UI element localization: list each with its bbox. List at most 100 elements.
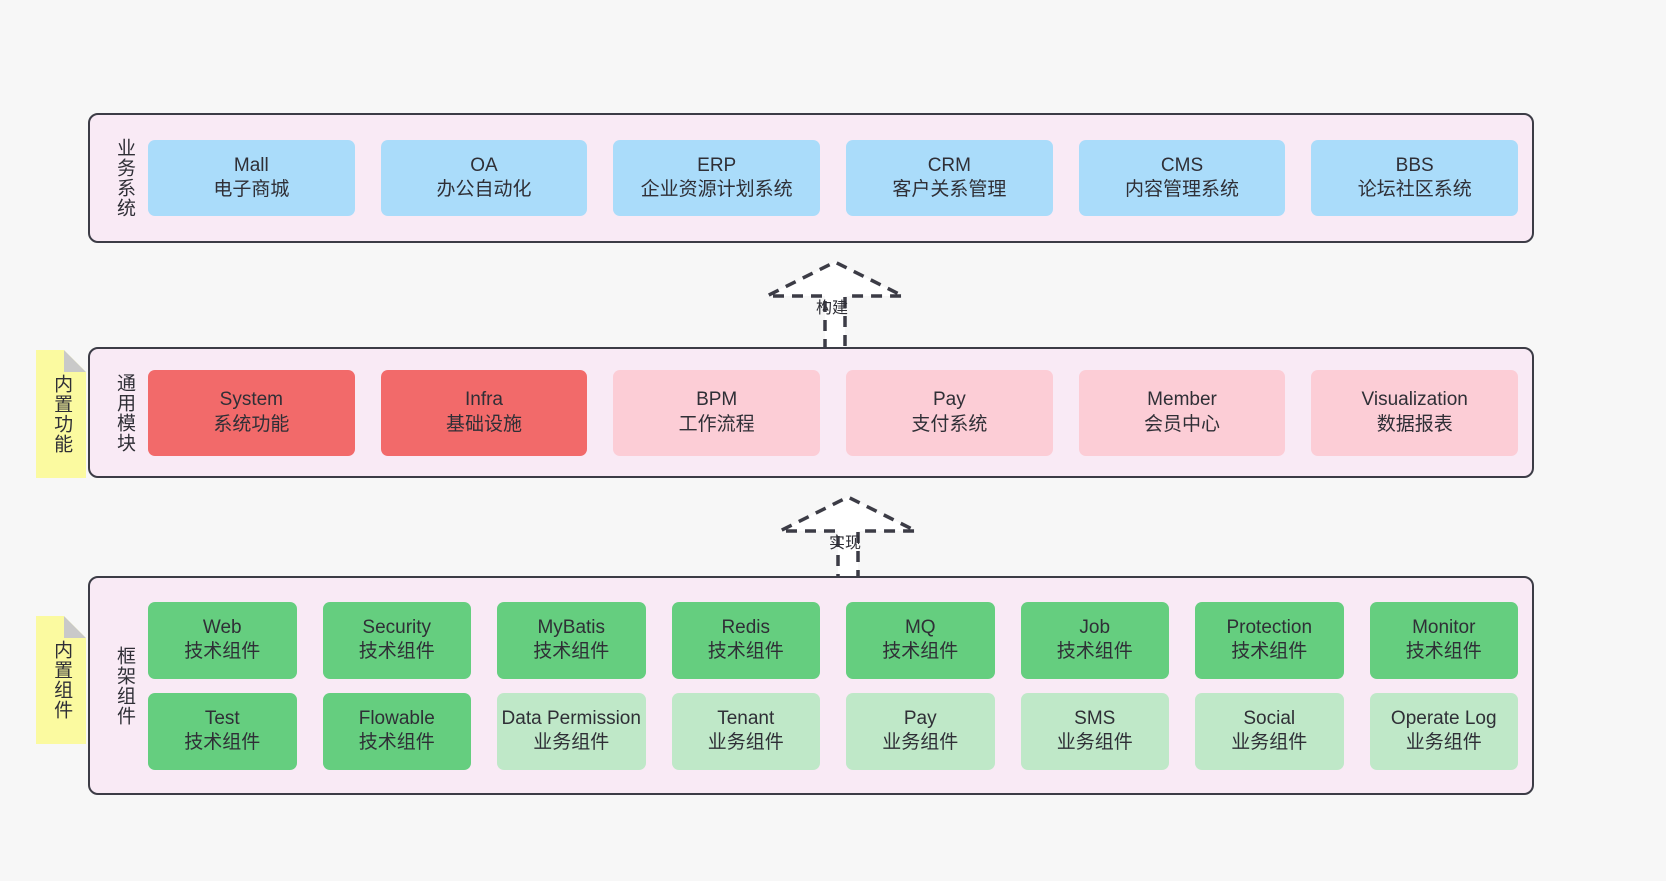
note-fold-corner-icon <box>64 616 86 638</box>
note-fold-corner-icon <box>64 350 86 372</box>
box-row: Web 技术组件 Security 技术组件 MyBatis 技术组件 Redi… <box>148 601 1518 679</box>
box-tenant[interactable]: Tenant 业务组件 <box>671 692 820 770</box>
box-row: Test 技术组件 Flowable 技术组件 Data Permission … <box>148 692 1518 770</box>
box-subtitle: 技术组件 <box>358 641 435 662</box>
box-subtitle: 技术组件 <box>184 732 261 753</box>
box-row: System 系统功能 Infra 基础设施 BPM 工作流程 Pay 支付系统… <box>148 369 1519 456</box>
box-subtitle: 技术组件 <box>1405 641 1482 662</box>
box-title: SMS <box>1074 707 1116 729</box>
layer-caption-business-system: 业务系统 <box>114 138 135 218</box>
box-subtitle: 技术组件 <box>358 732 435 753</box>
box-protection[interactable]: Protection 技术组件 <box>1195 601 1344 679</box>
box-flowable[interactable]: Flowable 技术组件 <box>322 692 471 770</box>
layer-caption-common-module: 通用模块 <box>114 372 135 453</box>
box-title: Infra <box>464 389 504 411</box>
box-operate-log[interactable]: Operate Log 业务组件 <box>1369 692 1518 770</box>
box-subtitle: 业务组件 <box>707 732 784 753</box>
box-title: OA <box>470 154 498 176</box>
box-pay-component[interactable]: Pay 业务组件 <box>846 692 995 770</box>
box-title: Tenant <box>717 707 775 729</box>
box-web[interactable]: Web 技术组件 <box>148 601 297 679</box>
box-subtitle: 技术组件 <box>882 641 959 662</box>
box-title: Pay <box>903 707 937 729</box>
box-test[interactable]: Test 技术组件 <box>148 692 297 770</box>
box-title: MyBatis <box>537 616 606 638</box>
box-subtitle: 系统功能 <box>213 413 290 435</box>
box-subtitle: 业务组件 <box>1231 732 1308 753</box>
box-pay-module[interactable]: Pay 支付系统 <box>846 369 1053 456</box>
box-social[interactable]: Social 业务组件 <box>1195 692 1344 770</box>
box-title: System <box>219 389 284 411</box>
box-subtitle: 工作流程 <box>678 413 755 435</box>
box-subtitle: 技术组件 <box>184 641 261 662</box>
connector-implement-arrow <box>779 495 917 585</box>
box-subtitle: 技术组件 <box>1231 641 1308 662</box>
box-title: Flowable <box>358 707 435 729</box>
box-oa[interactable]: OA 办公自动化 <box>380 140 588 216</box>
box-job[interactable]: Job 技术组件 <box>1020 601 1169 679</box>
box-subtitle: 内容管理系统 <box>1125 179 1240 200</box>
box-system[interactable]: System 系统功能 <box>148 369 355 456</box>
box-title: CMS <box>1160 154 1204 176</box>
layer-caption-framework-component: 框架组件 <box>114 645 135 726</box>
box-subtitle: 技术组件 <box>533 641 610 662</box>
box-mall[interactable]: Mall 电子商城 <box>148 140 355 216</box>
connector-build-label: 构建 <box>816 300 849 317</box>
box-subtitle: 业务组件 <box>533 732 610 753</box>
box-row: Mall 电子商城 OA 办公自动化 ERP 企业资源计划系统 CRM 客户关系… <box>148 140 1519 216</box>
box-title: Social <box>1243 707 1296 729</box>
box-subtitle: 业务组件 <box>1056 732 1133 753</box>
layer-business-system: 业务系统 Mall 电子商城 OA 办公自动化 ERP 企业资源计划系统 CRM… <box>88 113 1534 243</box>
box-subtitle: 客户关系管理 <box>892 179 1007 200</box>
box-subtitle: 论坛社区系统 <box>1357 179 1472 200</box>
box-redis[interactable]: Redis 技术组件 <box>671 601 820 679</box>
layer-body-framework-component: Web 技术组件 Security 技术组件 MyBatis 技术组件 Redi… <box>140 601 1532 770</box>
box-title: Monitor <box>1412 616 1476 638</box>
box-title: Visualization <box>1361 389 1468 411</box>
note-builtin-component: 内置组件 <box>36 616 86 744</box>
box-subtitle: 业务组件 <box>882 732 959 753</box>
connector-build-arrow <box>766 260 904 350</box>
note-label: 内置组件 <box>51 640 73 720</box>
box-title: Mall <box>233 154 269 176</box>
box-erp[interactable]: ERP 企业资源计划系统 <box>613 140 821 216</box>
box-title: Redis <box>721 616 771 638</box>
box-subtitle: 办公自动化 <box>436 179 532 200</box>
box-subtitle: 基础设施 <box>446 413 523 435</box>
box-sms[interactable]: SMS 业务组件 <box>1020 692 1169 770</box>
box-subtitle: 电子商城 <box>213 179 290 200</box>
box-title: Web <box>202 616 242 638</box>
layer-body-common-module: System 系统功能 Infra 基础设施 BPM 工作流程 Pay 支付系统… <box>140 369 1532 456</box>
box-title: BBS <box>1395 154 1434 176</box>
box-title: Job <box>1079 616 1111 638</box>
box-monitor[interactable]: Monitor 技术组件 <box>1369 601 1518 679</box>
box-subtitle: 技术组件 <box>1056 641 1133 662</box>
box-title: Member <box>1147 389 1217 411</box>
box-bbs[interactable]: BBS 论坛社区系统 <box>1311 140 1519 216</box>
box-infra[interactable]: Infra 基础设施 <box>380 369 588 456</box>
box-subtitle: 数据报表 <box>1376 413 1453 435</box>
box-title: Pay <box>932 389 966 411</box>
box-mq[interactable]: MQ 技术组件 <box>846 601 995 679</box>
layer-body-business-system: Mall 电子商城 OA 办公自动化 ERP 企业资源计划系统 CRM 客户关系… <box>140 140 1532 216</box>
box-title: Operate Log <box>1390 707 1497 729</box>
box-crm[interactable]: CRM 客户关系管理 <box>846 140 1053 216</box>
box-title: MQ <box>904 616 936 638</box>
box-data-permission[interactable]: Data Permission 业务组件 <box>497 692 646 770</box>
box-security[interactable]: Security 技术组件 <box>322 601 471 679</box>
box-visualization[interactable]: Visualization 数据报表 <box>1311 369 1519 456</box>
box-title: Security <box>362 616 432 638</box>
box-mybatis[interactable]: MyBatis 技术组件 <box>497 601 646 679</box>
box-bpm[interactable]: BPM 工作流程 <box>613 369 821 456</box>
box-member[interactable]: Member 会员中心 <box>1078 369 1286 456</box>
box-title: BPM <box>696 389 738 411</box>
box-subtitle: 支付系统 <box>911 413 988 435</box>
note-builtin-function: 内置功能 <box>36 350 86 478</box>
connector-implement-label: 实现 <box>829 535 862 552</box>
box-title: Test <box>204 707 240 729</box>
box-subtitle: 业务组件 <box>1405 732 1482 753</box>
box-subtitle: 企业资源计划系统 <box>640 179 793 200</box>
box-title: Protection <box>1226 616 1313 638</box>
box-cms[interactable]: CMS 内容管理系统 <box>1078 140 1286 216</box>
